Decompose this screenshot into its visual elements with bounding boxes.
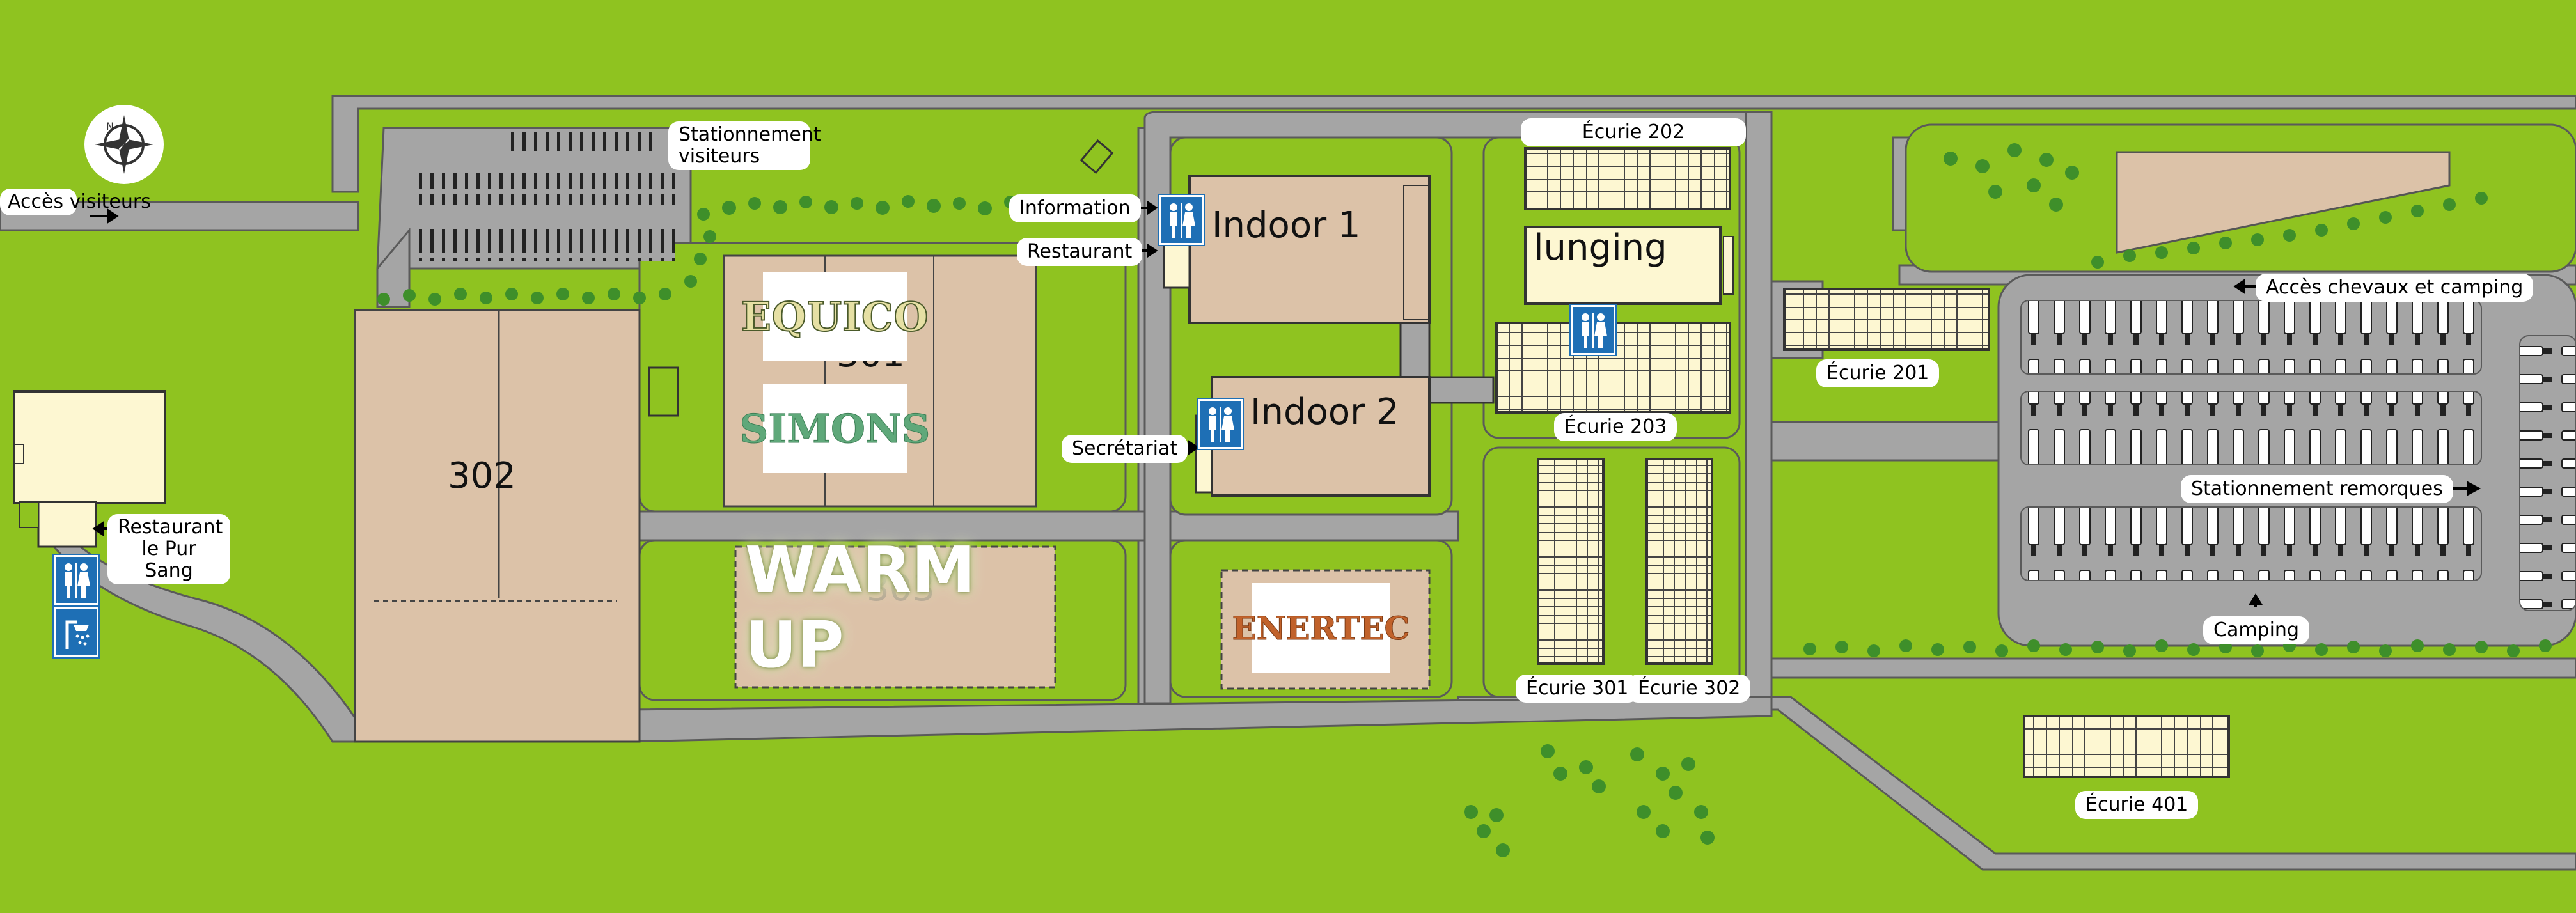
- label-stationnement-visiteurs: Stationnement visiteurs: [668, 121, 821, 170]
- restroom-icon: [54, 555, 98, 605]
- parking-row-2: [419, 229, 675, 261]
- stable-201: [1783, 288, 1990, 351]
- logo-enertec: ENERTEC: [1232, 583, 1410, 673]
- label-acces-chevaux: Accès chevaux et camping: [2256, 274, 2534, 302]
- parking-row-0: [505, 132, 652, 151]
- logo-equico: EQUICO: [741, 272, 929, 361]
- label-information: Information: [1009, 194, 1141, 222]
- trailer-row-3: [2020, 506, 2482, 581]
- label-restaurant-pur-sang: Restaurant le Pur Sang: [107, 514, 230, 584]
- kiosk: [1080, 139, 1114, 175]
- stable-202: [1524, 147, 1731, 210]
- stable-401: [2023, 715, 2230, 778]
- shower-icon: [54, 607, 98, 657]
- restroom-icon: [1198, 399, 1243, 449]
- label-ring-303: 303: [867, 568, 935, 609]
- ring-303: [734, 545, 1056, 689]
- label-stationnement-remorques: Stationnement remorques: [2181, 475, 2453, 503]
- label-ecurie-201: Écurie 201: [1816, 359, 1940, 387]
- label-acces-visiteurs: Accès visiteurs: [0, 189, 151, 215]
- lunging-annex: [1723, 236, 1734, 295]
- small-shed: [648, 366, 679, 417]
- lunging-building: [1524, 226, 1722, 305]
- warm-up-text: WARM UP: [745, 533, 975, 682]
- stable-301: [1537, 458, 1605, 665]
- compass-icon: N: [84, 105, 164, 184]
- label-ecurie-202: Écurie 202: [1521, 118, 1746, 146]
- label-camping: Camping: [2203, 616, 2309, 644]
- label-ecurie-203: Écurie 203: [1554, 413, 1677, 441]
- label-ring-302: 302: [448, 455, 516, 497]
- logo-warm-up: WARM UP: [745, 533, 1046, 682]
- label-ecurie-401: Écurie 401: [2075, 791, 2199, 819]
- trailer-column-east: [2519, 335, 2576, 611]
- restroom-icon: [1571, 305, 1615, 355]
- svg-text:N: N: [106, 120, 114, 132]
- label-lunging: lunging: [1534, 227, 1667, 269]
- label-ecurie-302: Écurie 302: [1628, 675, 1751, 703]
- label-ecurie-301: Écurie 301: [1516, 675, 1639, 703]
- trailer-row-1: [2020, 300, 2482, 375]
- stable-connector: [1428, 376, 1495, 404]
- equico-text: EQUICO: [741, 293, 929, 341]
- paddock-building: [2116, 151, 2451, 254]
- label-secretariat: Secrétariat: [1062, 435, 1188, 463]
- parking-row-1: [419, 173, 675, 205]
- label-indoor-1: Indoor 1: [1212, 205, 1361, 246]
- indoor-2-building: [1195, 376, 1431, 497]
- restaurant-building: [13, 390, 166, 548]
- restroom-icon: [1159, 195, 1204, 245]
- stable-302: [1645, 458, 1713, 665]
- trailer-row-2: [2020, 391, 2482, 465]
- label-indoor-2: Indoor 2: [1250, 391, 1399, 433]
- indoor-1-building: [1163, 175, 1431, 324]
- label-restaurant: Restaurant: [1017, 238, 1143, 266]
- ring-302: [354, 309, 641, 743]
- logo-simons: SIMONS: [739, 384, 931, 473]
- enertec-text: ENERTEC: [1232, 609, 1410, 647]
- simons-text: SIMONS: [739, 405, 931, 452]
